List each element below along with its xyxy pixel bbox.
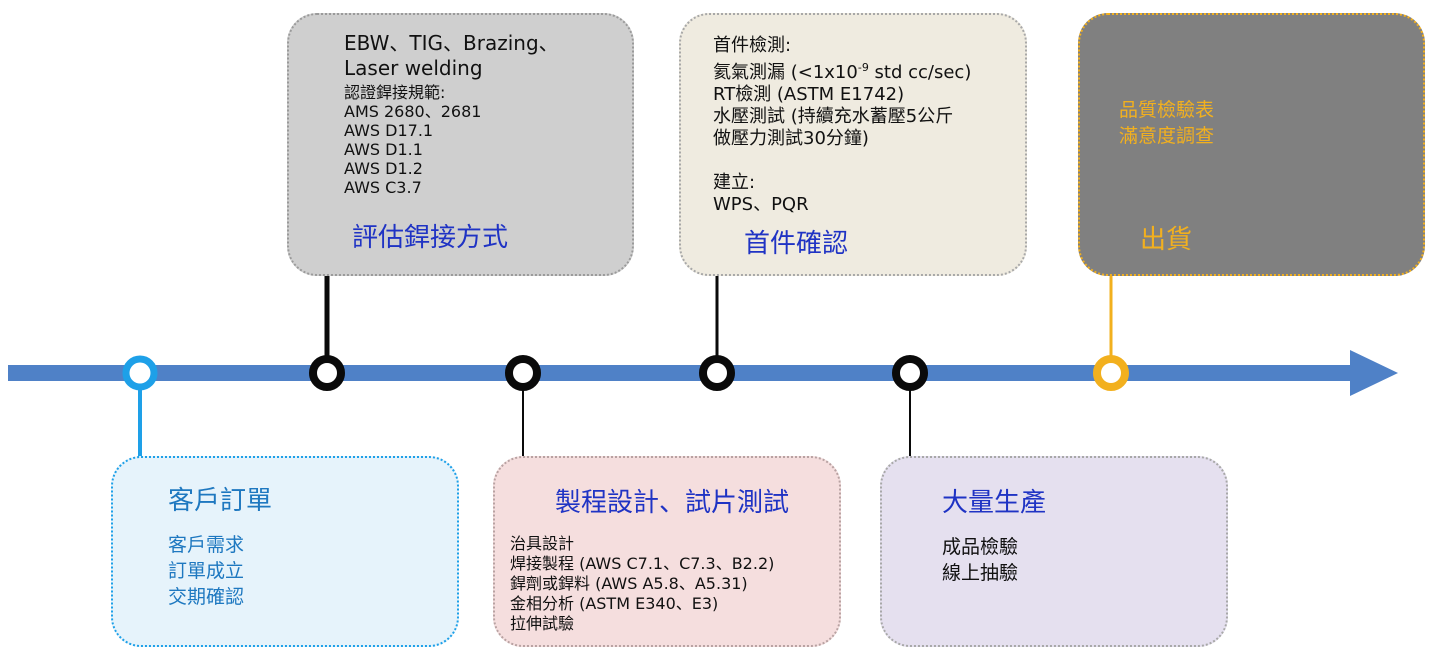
evaluate-method-line-1: EBW、TIG、Brazing、 [344,31,559,55]
first-article-check-leak: 氦氣測漏 (<1x10-9 std cc/sec) [713,61,972,83]
evaluate-spec-2: AWS D17.1 [344,121,434,140]
evaluate-spec-4: AWS D1.2 [344,159,423,178]
first-article-check-hydro-cont: 做壓力測試30分鐘) [713,128,869,149]
evaluate-method-line-2: Laser welding [344,56,483,80]
customer-item-3: 交期確認 [168,586,245,608]
first-article-check-hydro: 水壓測試 (持續充水蓄壓5公斤 [713,106,954,127]
process-item-3: 銲劑或銲料 (AWS A5.8、A5.31) [510,574,748,593]
evaluate-spec-label: 認證銲接規範: [344,83,446,102]
evaluate-title: 評估銲接方式 [352,223,509,253]
mass-item-1: 成品檢驗 [942,536,1019,558]
evaluate-box: EBW、TIG、Brazing、 Laser welding 認證銲接規範: A… [287,13,634,276]
process-box: 製程設計、試片測試 治具設計 焊接製程 (AWS C7.1、C7.3、B2.2)… [493,456,841,647]
process-item-1: 治具設計 [510,534,575,553]
timeline-arrowhead [1350,350,1398,396]
node-evaluate [309,355,345,391]
first-article-build-label: 建立: [713,172,756,193]
customer-box: 客戶訂單 客戶需求 訂單成立 交期確認 [111,456,459,647]
leak-exponent: -9 [857,61,869,74]
evaluate-spec-5: AWS C3.7 [344,178,422,197]
node-mass [892,355,928,391]
evaluate-spec-3: AWS D1.1 [344,140,423,159]
first-article-build-items: WPS、PQR [713,194,809,215]
ship-item-2: 滿意度調查 [1119,125,1215,147]
ship-title: 出貨 [1140,225,1193,255]
process-title: 製程設計、試片測試 [555,488,790,518]
ship-box: 品質檢驗表 滿意度調查 出貨 [1078,13,1425,276]
mass-box: 大量生產 成品檢驗 線上抽驗 [880,456,1228,647]
mass-item-2: 線上抽驗 [942,562,1019,584]
first-article-check-rt: RT檢測 (ASTM E1742) [713,84,905,105]
ship-item-1: 品質檢驗表 [1119,99,1215,121]
first-article-check-label: 首件檢測: [713,35,792,56]
evaluate-spec-1: AMS 2680、2681 [344,102,482,121]
process-item-5: 拉伸試驗 [510,614,575,633]
node-process [505,355,541,391]
first-article-title: 首件確認 [744,229,849,259]
customer-title: 客戶訂單 [168,486,273,516]
first-article-box: 首件檢測: 氦氣測漏 (<1x10-9 std cc/sec) RT檢測 (AS… [679,13,1027,276]
customer-item-2: 訂單成立 [168,560,245,582]
node-ship [1093,355,1129,391]
process-item-2: 焊接製程 (AWS C7.1、C7.3、B2.2) [510,554,775,573]
process-item-4: 金相分析 (ASTM E340、E3) [510,594,719,613]
mass-title: 大量生產 [942,488,1047,518]
node-first-article [699,355,735,391]
customer-item-1: 客戶需求 [168,534,245,556]
node-customer [122,355,158,391]
